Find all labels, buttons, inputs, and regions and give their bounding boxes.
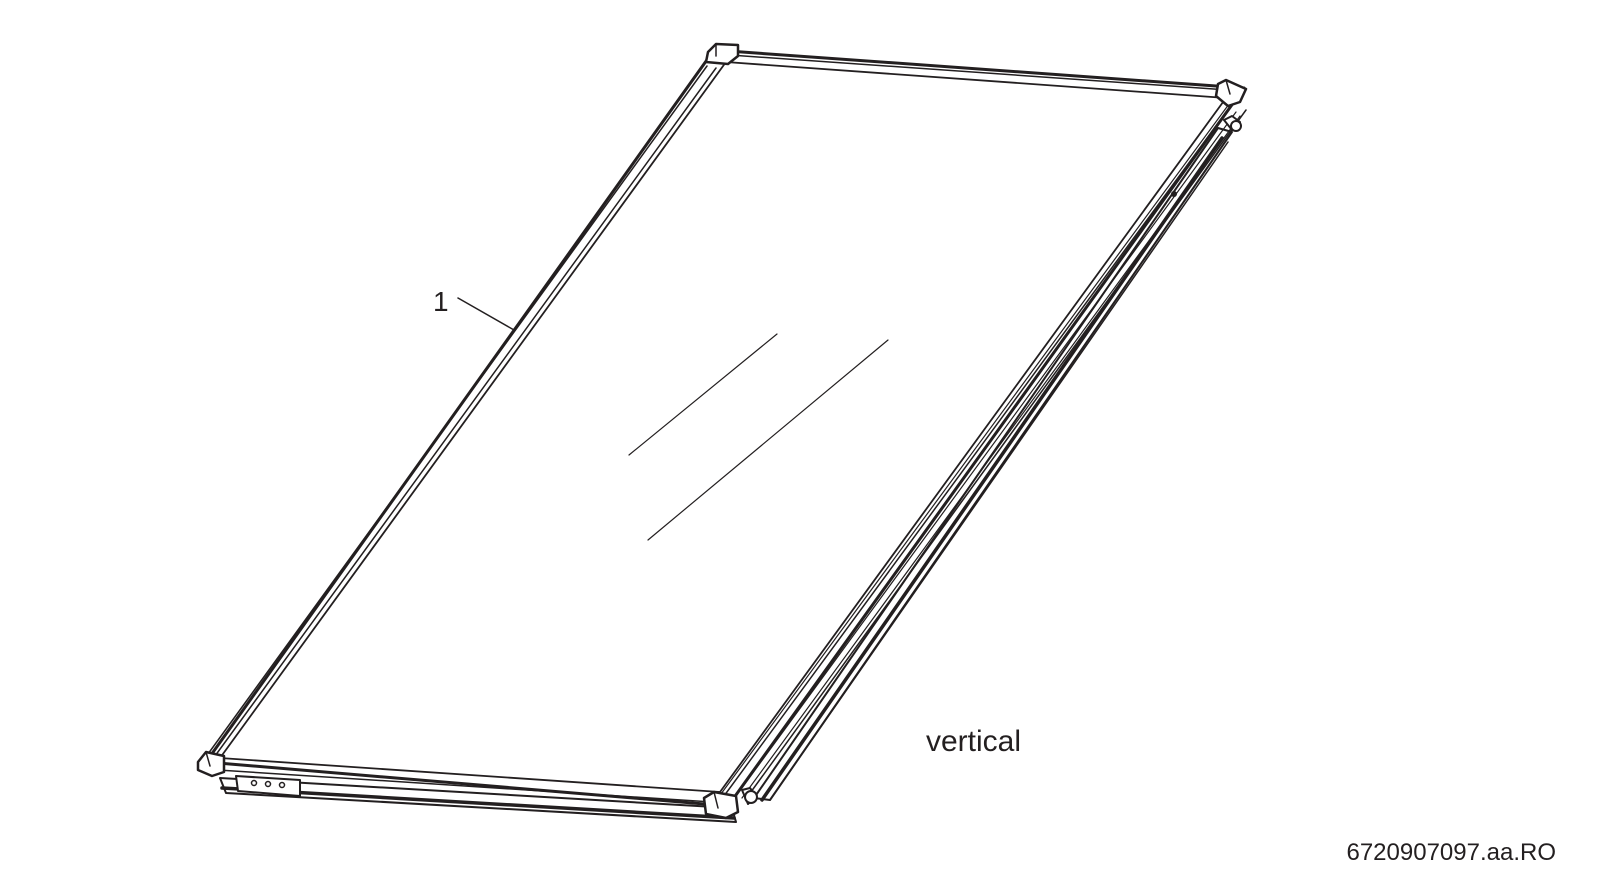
bottom-rail xyxy=(217,769,713,803)
top-rail-edge xyxy=(729,54,1229,91)
figure-id: 6720907097.aa.RO xyxy=(1346,839,1556,866)
left-rail xyxy=(207,65,717,757)
corner-cap-bottom-right xyxy=(702,790,740,820)
corner-cap-top-left xyxy=(704,42,740,66)
glass-reflection xyxy=(628,333,889,541)
callout-number: 1 xyxy=(433,286,449,317)
mounting-bracket xyxy=(235,775,301,797)
collector-bottom-profile xyxy=(219,777,737,823)
orientation-label: vertical xyxy=(926,725,1021,758)
corner-cap-bottom-left xyxy=(196,750,226,778)
collector-glass xyxy=(219,61,1227,793)
right-rail xyxy=(717,95,1247,799)
side-screw-icon xyxy=(1171,191,1177,197)
corner-cap-top-right xyxy=(1214,78,1248,108)
callout-leader-line xyxy=(457,297,515,331)
pipe-connection-bottom-icon xyxy=(741,787,758,805)
pipe-connection-top-icon xyxy=(1223,115,1242,132)
